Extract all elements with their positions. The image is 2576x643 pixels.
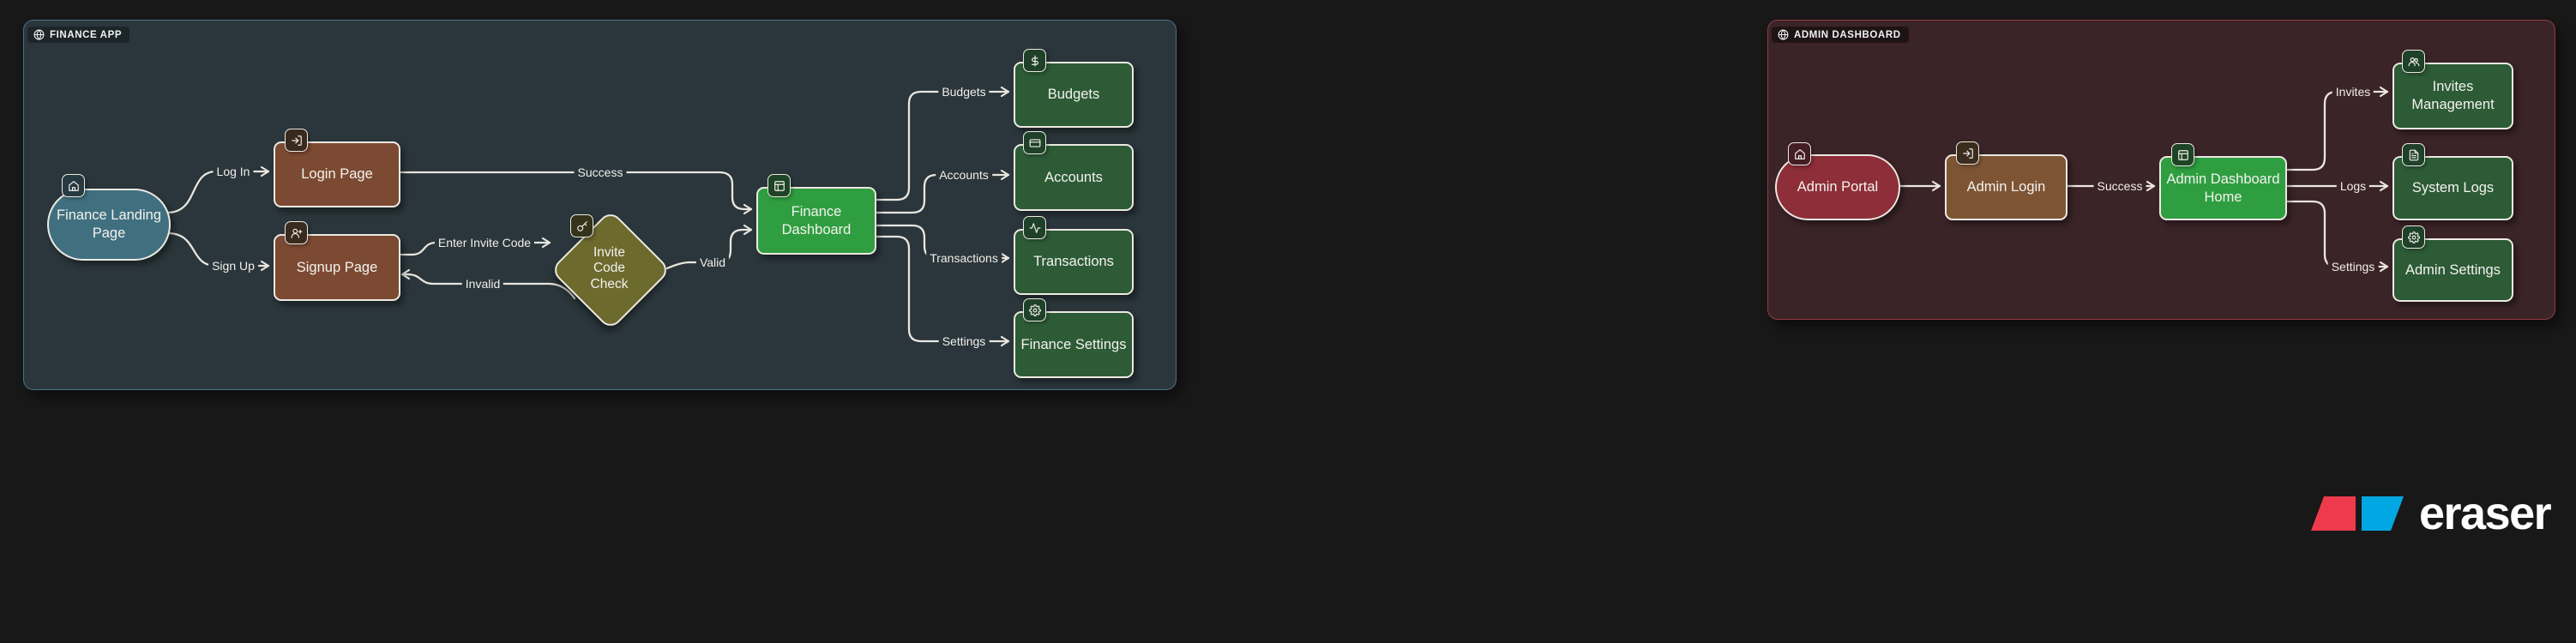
node-label: Finance Landing Page xyxy=(56,207,161,241)
edge-invalid[interactable] xyxy=(400,268,576,300)
edge-label-admin-success[interactable]: Success xyxy=(2093,179,2146,193)
edge-accounts[interactable] xyxy=(871,169,1010,214)
node-login-page[interactable]: Login Page xyxy=(274,141,400,207)
edge-label-login-success[interactable]: Success xyxy=(574,165,627,179)
node-accounts[interactable]: Accounts xyxy=(1014,144,1134,211)
edge-label-logs[interactable]: Logs xyxy=(2336,179,2370,193)
eraser-logo: eraser xyxy=(2309,488,2552,539)
node-finance-dashboard[interactable]: Finance Dashboard xyxy=(756,187,876,255)
node-label: Admin Dashboard Home xyxy=(2166,171,2280,205)
dashboard-icon xyxy=(2171,143,2194,166)
dashboard-icon xyxy=(767,174,791,197)
node-label: Invites Management xyxy=(2411,79,2495,112)
node-label: Finance Dashboard xyxy=(781,203,852,237)
edge-login-success[interactable] xyxy=(395,171,753,215)
edge-label-settings[interactable]: Settings xyxy=(938,334,990,348)
node-invite-code-check-label: Invite Code Check xyxy=(590,244,629,291)
node-finance-settings[interactable]: Finance Settings xyxy=(1014,311,1134,378)
edge-settings[interactable] xyxy=(871,235,1010,347)
finance-group-title: FINANCE APP xyxy=(50,29,123,40)
edge-label-valid[interactable]: Valid xyxy=(695,255,730,269)
edge-label-invalid[interactable]: Invalid xyxy=(461,277,504,291)
node-invites-management[interactable]: Invites Management xyxy=(2392,63,2513,129)
node-admin-settings[interactable]: Admin Settings xyxy=(2392,238,2513,302)
node-label: Signup Page xyxy=(296,259,378,275)
eraser-logo-mark xyxy=(2311,496,2404,531)
home-icon xyxy=(1788,142,1811,165)
node-label: System Logs xyxy=(2411,180,2495,196)
node-admin-dashboard-home[interactable]: Admin Dashboard Home xyxy=(2159,156,2287,220)
node-budgets[interactable]: Budgets xyxy=(1014,62,1134,128)
node-label: Admin Login xyxy=(1966,179,2046,195)
node-admin-login[interactable]: Admin Login xyxy=(1945,154,2067,220)
eraser-logo-blue-shape xyxy=(2362,496,2404,531)
edge-label-log-in[interactable]: Log In xyxy=(213,165,254,178)
dollar-icon xyxy=(1023,49,1046,72)
admin-group-title: ADMIN DASHBOARD xyxy=(1794,29,1901,40)
gear-icon xyxy=(1023,298,1046,322)
users-icon xyxy=(2402,50,2425,73)
node-label: Accounts xyxy=(1044,169,1103,185)
edge-label-admin-settings[interactable]: Settings xyxy=(2327,260,2379,273)
finance-app-badge: FINANCE APP xyxy=(27,27,130,43)
node-system-logs[interactable]: System Logs xyxy=(2392,156,2513,220)
edge-label-invites[interactable]: Invites xyxy=(2332,85,2374,99)
node-label: Transactions xyxy=(1033,254,1114,270)
eraser-logo-text: eraser xyxy=(2419,488,2552,539)
home-icon xyxy=(62,174,85,197)
edge-label-budgets[interactable]: Budgets xyxy=(938,85,990,99)
node-label: Admin Portal xyxy=(1797,179,1879,195)
edge-admin-settings[interactable] xyxy=(2282,200,2389,273)
finance-app-group[interactable] xyxy=(23,20,1177,390)
edge-budgets[interactable] xyxy=(871,86,1010,201)
credit-card-icon xyxy=(1023,131,1046,154)
gear-icon xyxy=(2402,225,2425,249)
node-label: Budgets xyxy=(1047,87,1100,103)
edge-label-sign-up[interactable]: Sign Up xyxy=(208,259,258,273)
node-finance-landing-page[interactable]: Finance Landing Page xyxy=(47,189,171,261)
globe-icon xyxy=(33,29,45,40)
key-icon xyxy=(570,214,593,237)
node-label: Finance Settings xyxy=(1020,336,1127,352)
log-in-icon xyxy=(1956,141,1979,165)
eraser-logo-red-shape xyxy=(2311,496,2356,531)
node-signup-page[interactable]: Signup Page xyxy=(274,234,400,301)
edge-label-accounts[interactable]: Accounts xyxy=(936,168,992,182)
log-in-icon xyxy=(285,129,308,152)
activity-icon xyxy=(1023,216,1046,239)
edge-label-transactions[interactable]: Transactions xyxy=(926,251,1002,265)
edge-invites[interactable] xyxy=(2282,86,2389,171)
admin-dashboard-badge: ADMIN DASHBOARD xyxy=(1772,27,1909,43)
edge-label-enter-invite-code[interactable]: Enter Invite Code xyxy=(434,236,535,249)
file-text-icon xyxy=(2402,143,2425,166)
node-label: Login Page xyxy=(301,166,373,183)
node-transactions[interactable]: Transactions xyxy=(1014,229,1134,295)
globe-icon xyxy=(1778,29,1789,40)
user-plus-icon xyxy=(285,221,308,244)
node-label: Admin Settings xyxy=(2405,261,2501,278)
